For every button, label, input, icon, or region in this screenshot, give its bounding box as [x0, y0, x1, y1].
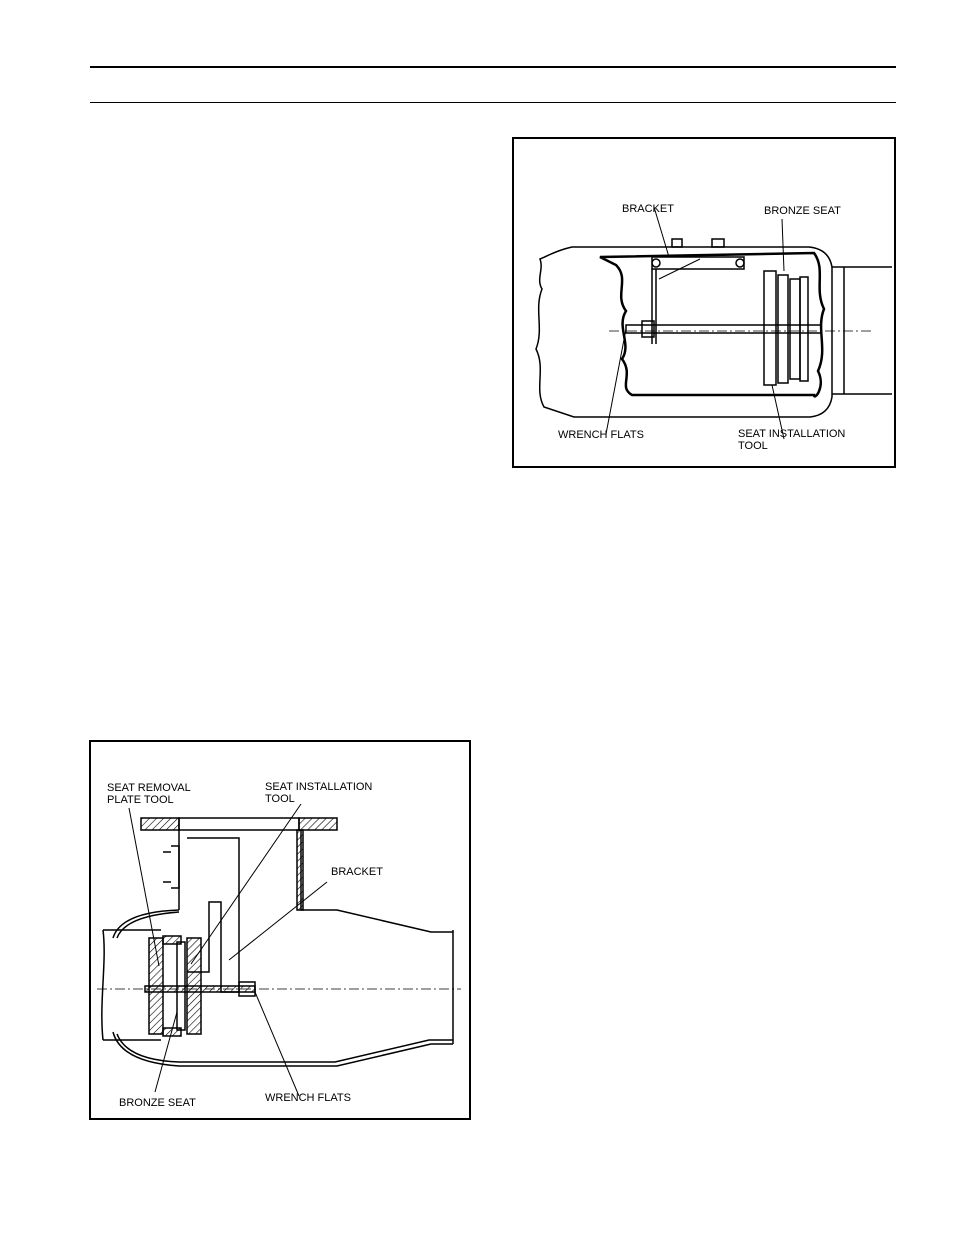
label-wrench-flats: WRENCH FLATS [265, 1092, 351, 1104]
label-wrench-flats: WRENCH FLATS [558, 429, 644, 441]
label-seat-installation-tool: SEAT INSTALLATION TOOL [738, 428, 845, 452]
figure-seat-removal-bottom: SEAT REMOVAL PLATE TOOL SEAT INSTALLATIO… [89, 740, 471, 1120]
label-bracket: BRACKET [622, 203, 674, 215]
label-bronze-seat: BRONZE SEAT [764, 205, 841, 217]
label-bronze-seat: BRONZE SEAT [119, 1097, 196, 1109]
label-seat-removal-plate-tool: SEAT REMOVAL PLATE TOOL [107, 782, 191, 806]
figure-seat-installation-top: BRACKET BRONZE SEAT WRENCH FLATS SEAT IN… [512, 137, 896, 468]
header-rule-thin [90, 102, 896, 103]
label-bracket: BRACKET [331, 866, 383, 878]
header-rule [90, 66, 896, 68]
label-seat-installation-tool: SEAT INSTALLATION TOOL [265, 781, 372, 805]
valve-drawing-installation [514, 139, 894, 466]
